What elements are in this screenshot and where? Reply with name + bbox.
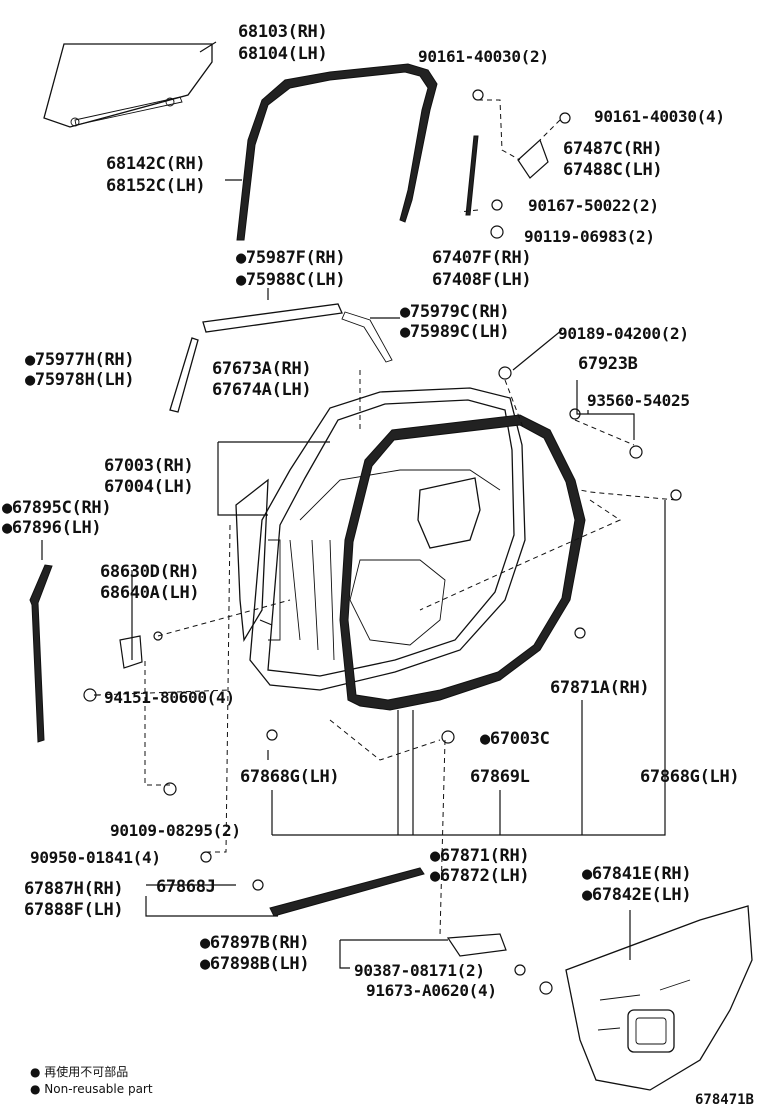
callout-67673a: 67673A(RH) bbox=[212, 359, 312, 379]
callout-67004: 67004(LH) bbox=[104, 477, 194, 497]
callout-75988c: ●75988C(LH) bbox=[236, 270, 346, 290]
callout-90387: 90387-08171(2) bbox=[354, 961, 485, 980]
callout-67842e: ●67842E(LH) bbox=[582, 885, 692, 905]
callout-67888f: 67888F(LH) bbox=[24, 900, 124, 920]
callout-90161-b: 90161-40030(4) bbox=[594, 107, 725, 126]
moulding-bracket bbox=[446, 933, 507, 957]
callout-67488c: 67488C(LH) bbox=[563, 160, 663, 180]
corner-piece bbox=[517, 138, 549, 179]
callout-67674a: 67674A(LH) bbox=[212, 380, 312, 400]
glass-run-channel bbox=[236, 63, 438, 241]
callout-91673: 91673-A0620(4) bbox=[366, 981, 497, 1000]
callout-75987f: ●75987F(RH) bbox=[236, 248, 346, 268]
belt-mouldings bbox=[169, 303, 393, 413]
callout-67887h: 67887H(RH) bbox=[24, 879, 124, 899]
callout-67923b: 67923B bbox=[578, 354, 638, 374]
fasteners bbox=[83, 89, 682, 995]
callout-67003c: ●67003C bbox=[480, 729, 550, 749]
callout-67408f: 67408F(LH) bbox=[432, 270, 532, 290]
door-hinge bbox=[119, 635, 143, 669]
callout-67868j: 67868J bbox=[156, 877, 216, 897]
division-bar bbox=[465, 135, 479, 216]
callout-68104: 68104(LH) bbox=[238, 44, 328, 64]
callout-90950: 90950-01841(4) bbox=[30, 848, 161, 867]
callout-94151: 94151-80600(4) bbox=[104, 688, 235, 707]
callout-67841e: ●67841E(RH) bbox=[582, 864, 692, 884]
door-panel-assembly bbox=[235, 387, 526, 691]
callout-68630d: 68630D(RH) bbox=[100, 562, 200, 582]
legend-non-reusable-jp: ● 再使用不可部品 bbox=[30, 1065, 129, 1079]
callout-67871a: 67871A(RH) bbox=[550, 678, 650, 698]
callout-90109: 90109-08295(2) bbox=[110, 821, 241, 840]
door-glass bbox=[43, 43, 213, 128]
callout-67895c: ●67895C(RH) bbox=[2, 498, 112, 518]
figure-number: 678471B bbox=[694, 1092, 754, 1108]
callout-67868g-a: 67868G(LH) bbox=[240, 767, 340, 787]
callout-67003: 67003(RH) bbox=[104, 456, 194, 476]
rocker-moulding bbox=[269, 867, 425, 917]
callout-67407f: 67407F(RH) bbox=[432, 248, 532, 268]
callout-67869l: 67869L bbox=[470, 767, 530, 787]
legend-non-reusable-en: ● Non-reusable part bbox=[30, 1082, 153, 1096]
callout-67896: ●67896(LH) bbox=[2, 518, 102, 538]
callout-93560: 93560-54025 bbox=[587, 391, 690, 410]
callout-67871: ●67871(RH) bbox=[430, 846, 530, 866]
callout-67868g-b: 67868G(LH) bbox=[640, 767, 740, 787]
callout-90161-a: 90161-40030(2) bbox=[418, 47, 549, 66]
leader-lines bbox=[41, 41, 666, 969]
callout-75977h: ●75977H(RH) bbox=[25, 350, 135, 370]
service-hole-cover bbox=[565, 905, 753, 1091]
callout-75979c: ●75979C(RH) bbox=[400, 302, 510, 322]
callout-90167: 90167-50022(2) bbox=[528, 196, 659, 215]
callout-67487c: 67487C(RH) bbox=[563, 139, 663, 159]
rear-weatherstrip bbox=[29, 564, 53, 743]
callout-90119: 90119-06983(2) bbox=[524, 227, 655, 246]
callout-68640a: 68640A(LH) bbox=[100, 583, 200, 603]
callout-68152c: 68152C(LH) bbox=[106, 176, 206, 196]
callout-68103: 68103(RH) bbox=[238, 22, 328, 42]
install-lines bbox=[95, 99, 677, 936]
callout-90189: 90189-04200(2) bbox=[558, 324, 689, 343]
callout-67872: ●67872(LH) bbox=[430, 866, 530, 886]
callout-67898b: ●67898B(LH) bbox=[200, 954, 310, 974]
door-weatherstrip bbox=[339, 414, 586, 711]
callout-75989c: ●75989C(LH) bbox=[400, 322, 510, 342]
callout-68142c: 68142C(RH) bbox=[106, 154, 206, 174]
callout-67897b: ●67897B(RH) bbox=[200, 933, 310, 953]
callout-75978h: ●75978H(LH) bbox=[25, 370, 135, 390]
